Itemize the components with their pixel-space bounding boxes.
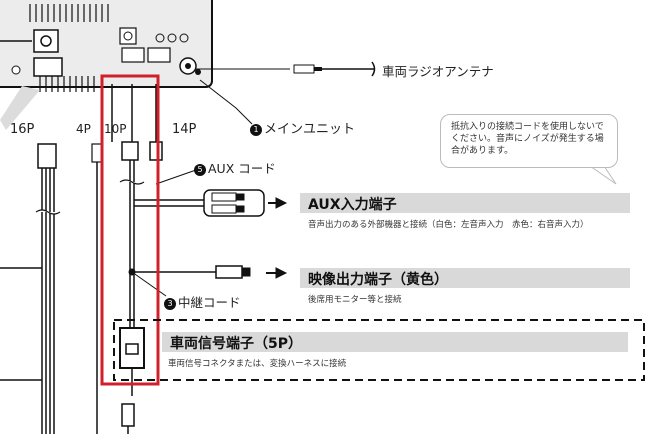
antenna-label: 車両ラジオアンテナ: [382, 64, 494, 79]
aux-terminal-title: AUX入力端子: [308, 197, 397, 213]
aux-terminal-desc: 音声出力のある外部機器と接続（白色：左音声入力 赤色：右音声入力）: [308, 220, 589, 230]
highlight-box: [100, 74, 160, 386]
port-10p-label: 10P: [104, 122, 127, 136]
main-unit-leader: [199, 79, 253, 125]
main-unit-rear: [0, 0, 213, 92]
antenna-plug: [196, 61, 376, 77]
port-16p-label: 16P: [10, 122, 35, 137]
dashed-box: [113, 319, 645, 381]
video-terminal-title: 映像出力端子（黄色）: [308, 272, 448, 288]
video-cord: [131, 265, 288, 297]
signal-terminal-title: 車両信号端子（5P）: [170, 336, 303, 352]
video-terminal-desc: 後席用モニター等と接続: [308, 295, 402, 305]
port-14p-label: 14P: [172, 122, 197, 137]
signal-terminal-bar: 車両信号端子（5P）: [162, 332, 628, 352]
harness-16p: [0, 143, 61, 434]
marker-3: 3: [164, 297, 176, 310]
signal-terminal-desc: 車両信号コネクタまたは、変換ハーネスに接続: [168, 359, 347, 369]
callout-tail: [588, 165, 617, 185]
marker-5: 5: [194, 163, 206, 176]
port-4p-label: 4P: [76, 122, 91, 136]
callout-text: 抵抗入りの接続コードを使用しないでください。音声にノイズが発生する場合があります…: [451, 122, 604, 156]
vehicle-signal-connector: [119, 327, 145, 396]
aux-cord: [134, 169, 288, 217]
video-terminal-bar: 映像出力端子（黄色）: [300, 268, 630, 288]
caution-callout: 抵抗入りの接続コードを使用しないでください。音声にノイズが発生する場合があります…: [440, 114, 618, 168]
aux-terminal-bar: AUX入力端子: [300, 193, 630, 213]
connector-wedge: [0, 86, 40, 130]
marker-1: 1: [250, 123, 262, 136]
